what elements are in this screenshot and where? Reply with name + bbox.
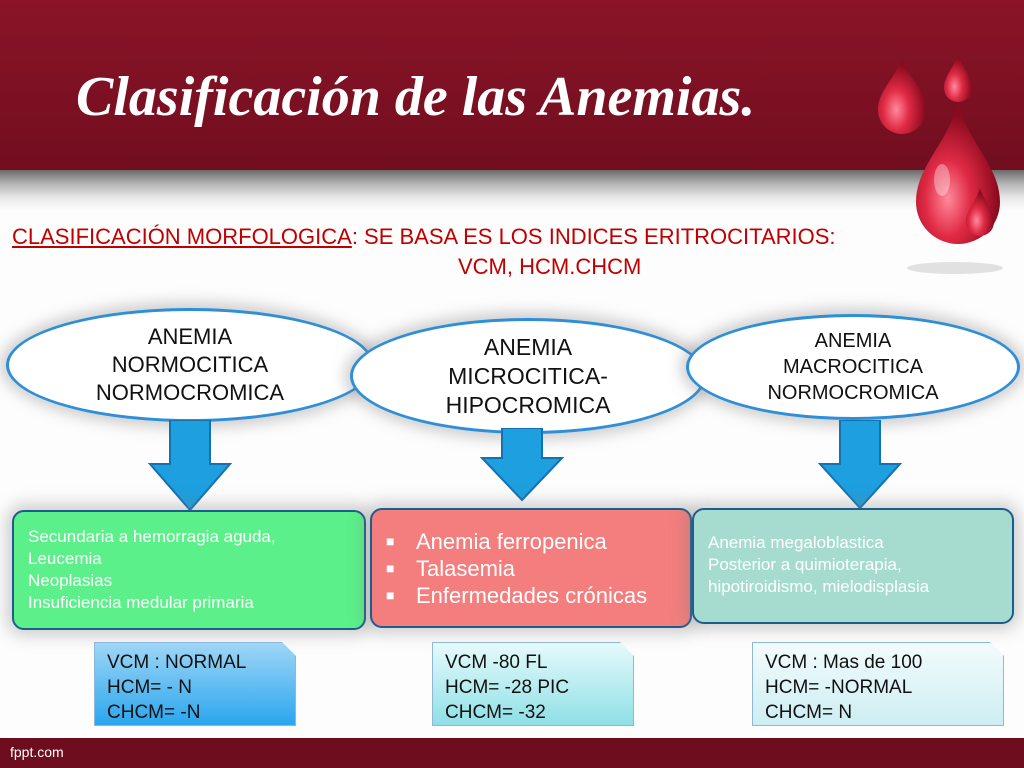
bullet-icon: ■ [386, 560, 395, 576]
indices-note-normocitica: VCM : NORMAL HCM= - N CHCM= -N [94, 642, 296, 726]
indices-note-macrocitica: VCM : Mas de 100 HCM= -NORMAL CHCM= N [752, 642, 1004, 726]
index-line: HCM= -28 PIC [445, 677, 570, 698]
bullet-icon: ■ [386, 587, 395, 603]
index-line: HCM= -NORMAL [765, 677, 913, 698]
subtitle-rest: : SE BASA ES LOS INDICES ERITROCITARIOS: [351, 224, 836, 249]
list-item: ■ Talasemia [386, 555, 676, 582]
detail-box-microcitica: ■ Anemia ferropenica ■ Talasemia ■ Enfer… [370, 508, 692, 628]
header-banner [0, 0, 1024, 188]
footer-bar: fppt.com [0, 738, 1024, 768]
index-line: CHCM= N [765, 702, 853, 723]
indices-note-microcitica: VCM -80 FL HCM= -28 PIC CHCM= -32 [432, 642, 634, 726]
index-line: CHCM= -32 [445, 702, 546, 723]
index-line: VCM : Mas de 100 [765, 652, 923, 673]
category-label: ANEMIA NORMOCITICA NORMOCROMICA [95, 324, 285, 405]
classification-subtitle: CLASIFICACIÓN MORFOLOGICA: SE BASA ES LO… [12, 222, 1012, 282]
list-item: ■ Anemia ferropenica [386, 528, 676, 555]
footer-brand: fppt.com [10, 744, 64, 760]
detail-line: hipotiroidismo, mielodisplasia [708, 577, 930, 596]
blood-drops-icon [878, 54, 1003, 274]
down-arrow-icon [818, 420, 902, 510]
index-line: HCM= - N [107, 677, 192, 698]
subtitle-underlined: CLASIFICACIÓN MORFOLOGICA [12, 224, 352, 249]
detail-box-normocitica: Secundaria a hemorragia aguda, Leucemia … [12, 510, 366, 630]
detail-line: Insuficiencia medular primaria [28, 593, 254, 612]
category-label: ANEMIA MICROCITICA- HIPOCROMICA [445, 333, 611, 418]
detail-line: Secundaria a hemorragia aguda, [28, 527, 276, 546]
detail-line: Anemia ferropenica [416, 529, 607, 554]
index-line: VCM -80 FL [445, 652, 548, 673]
category-normocitica: ANEMIA NORMOCITICA NORMOCROMICA [6, 308, 374, 422]
detail-box-macrocitica: Anemia megaloblastica Posterior a quimio… [692, 508, 1014, 624]
header-shadow-band [0, 170, 1024, 210]
category-label: ANEMIA MACROCITICA NORMOCROMICA [767, 330, 939, 404]
detail-line: Neoplasias [28, 571, 113, 590]
category-macrocitica: ANEMIA MACROCITICA NORMOCROMICA [686, 314, 1020, 420]
bullet-icon: ■ [386, 533, 395, 549]
list-item: ■ Enfermedades crónicas [386, 582, 676, 609]
down-arrow-icon [148, 420, 232, 512]
category-microcitica: ANEMIA MICROCITICA- HIPOCROMICA [350, 318, 706, 434]
detail-line: Posterior a quimioterapia, [708, 555, 902, 574]
subtitle-indices: VCM, HCM.CHCM [458, 254, 642, 279]
detail-line: Talasemia [416, 556, 516, 581]
detail-line: Enfermedades crónicas [416, 583, 648, 608]
index-line: CHCM= -N [107, 702, 201, 723]
detail-line: Leucemia [28, 549, 102, 568]
slide-title: Clasificación de las Anemias. [76, 66, 756, 128]
down-arrow-icon [480, 428, 564, 502]
detail-line: Anemia megaloblastica [708, 533, 884, 552]
index-line: VCM : NORMAL [107, 652, 247, 673]
